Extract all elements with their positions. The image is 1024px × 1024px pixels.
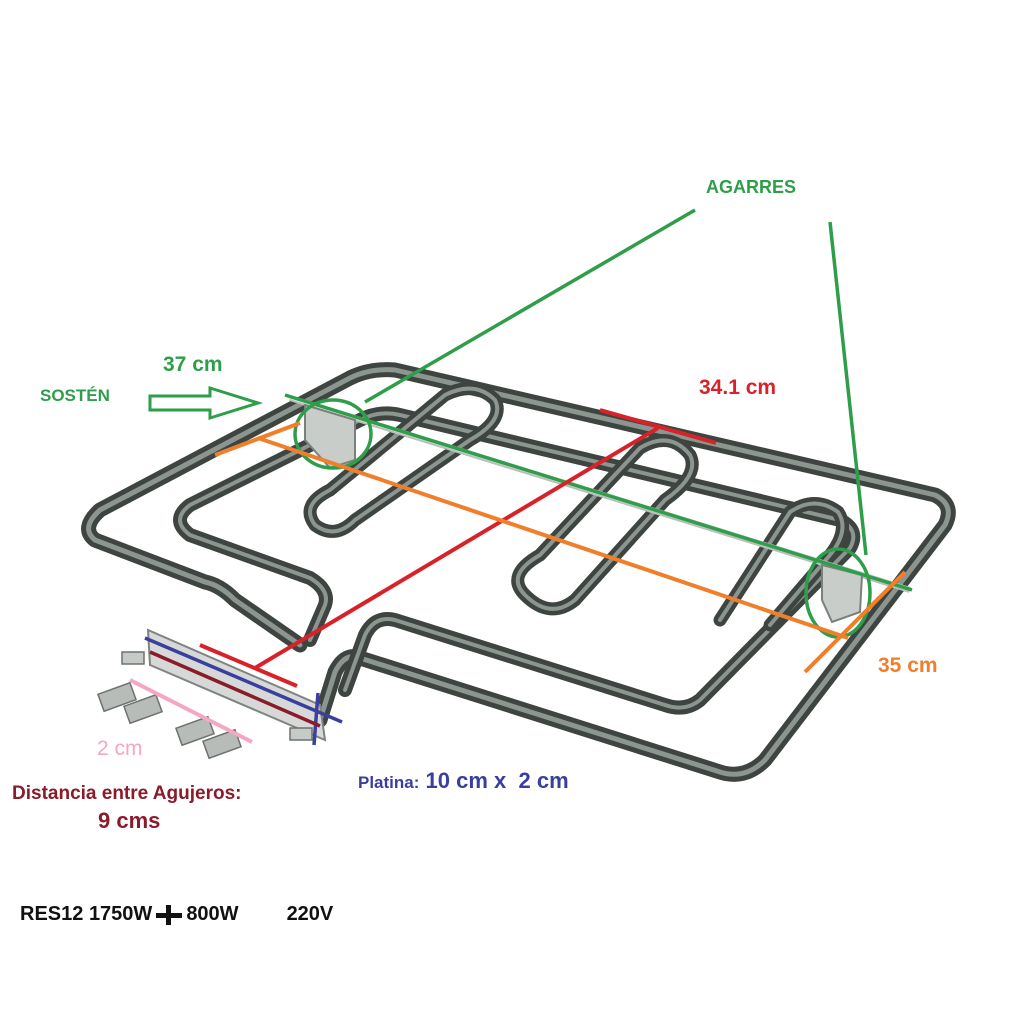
label-length-341cm: 34.1 cm: [699, 376, 777, 399]
label-platina-title: Platina:: [358, 773, 420, 792]
sosten-arrow-icon: [148, 385, 264, 421]
label-hole-distance-title: Distancia entre Agujeros:: [12, 783, 242, 804]
footer-voltage: 220V: [286, 903, 334, 925]
footer-power-1: 1750W: [88, 903, 153, 925]
mounting-bracket-left: [304, 403, 356, 470]
annotation-37cm-line: [284, 393, 913, 592]
heating-element-outer-loop: [81, 362, 956, 782]
label-length-37cm: 37 cm: [163, 353, 223, 376]
label-terminal-2cm: 2 cm: [97, 737, 143, 760]
annotation-hole-distance-line: [149, 650, 321, 728]
footer-model: RES12: [20, 903, 84, 925]
annotation-35cm-lines: [214, 421, 907, 674]
footer-power-2: 800W: [186, 903, 239, 925]
label-platina-value: 10 cm x 2 cm: [425, 768, 569, 793]
label-sosten: SOSTÉN: [40, 386, 110, 405]
terminals: [96, 651, 313, 760]
heating-element-coils: [303, 382, 849, 632]
annotation-341cm-lines: [199, 408, 717, 688]
annotation-2cm-line: [129, 678, 253, 744]
label-agarres: AGARRES: [706, 177, 797, 197]
product-spec-footer: RES12 1750W 800W 220V: [20, 904, 333, 925]
annotation-agarres-lines: [364, 208, 868, 556]
label-hole-distance-value: 9 cms: [98, 808, 161, 833]
label-platina: Platina: 10 cm x 2 cm: [358, 770, 569, 792]
plus-icon: [156, 904, 183, 925]
label-width-35cm: 35 cm: [878, 654, 938, 677]
annotation-platina-lines: [144, 636, 343, 746]
